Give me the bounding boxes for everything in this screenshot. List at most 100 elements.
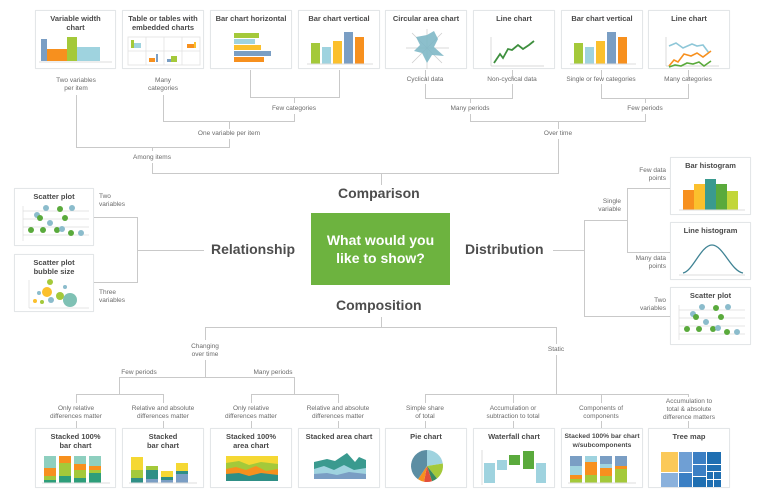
card-circular-area-chart[interactable]: Circular area chart [385,10,467,69]
connector [627,188,670,189]
connector [76,394,164,395]
connector [251,394,339,395]
connector [512,84,513,98]
label-line: Two variables [56,77,96,84]
connector [601,394,602,403]
scatter-plot-icon [22,205,89,241]
card-title: Bar chart vertical [571,14,633,23]
card-stacked-bar[interactable]: Stacked bar chart [122,428,204,488]
label-line: Many data [635,255,666,262]
card-title: Tree map [672,432,706,441]
label-line: variables [639,305,666,312]
connector [76,394,77,403]
card-scatter-plot[interactable]: Scatter plot [14,188,94,246]
title-line: Scatter plot [33,258,75,267]
label-many-data-points: Many data points [620,255,666,271]
label-line: Only relative [57,405,95,412]
category-relationship: Relationship [211,241,296,257]
connector [251,421,252,429]
table-chart-icon [127,36,201,66]
waterfall-chart-icon [481,450,546,485]
connector [76,95,77,147]
center-question-box: What would you like to show? [311,213,450,285]
label-relative-absolute-2: Relative and absolute differences matter [298,405,378,421]
bar-chart-horizontal-icon [234,33,271,62]
bubble-chart-icon [28,279,89,309]
connector [119,377,295,378]
label-changing-over-time: Changing over time [180,343,230,359]
line-chart-icon [490,37,544,67]
card-title: Line histogram [683,226,738,235]
bar-chart-vertical-icon [307,32,373,65]
variable-width-chart-icon [39,37,112,63]
connector [152,163,153,173]
card-bar-chart-vertical-2[interactable]: Bar chart vertical [561,10,643,69]
card-tree-map[interactable]: Tree map [648,428,730,488]
connector [205,327,557,328]
card-title: Bar chart vertical [308,14,370,23]
connector [163,394,164,403]
stacked-100-subcomponents-icon [568,456,636,484]
label-many-categories: Many categories [133,77,193,93]
card-pie-chart[interactable]: Pie chart [385,428,467,488]
title-line: Stacked 100% bar chart [564,433,640,440]
card-stacked-100-area[interactable]: Stacked 100% area chart [210,428,292,488]
label-many-periods: Many periods [450,105,490,112]
card-bar-histogram[interactable]: Bar histogram [670,157,751,215]
card-bar-chart-vertical[interactable]: Bar chart vertical [298,10,380,69]
card-scatter-plot-bubble[interactable]: Scatter plot bubble size [14,254,94,312]
card-scatter-plot-dist[interactable]: Scatter plot [670,287,751,345]
card-variable-width-chart[interactable]: Variable width chart [35,10,116,69]
label-line: difference matters [663,414,715,421]
card-line-histogram[interactable]: Line histogram [670,222,751,280]
card-line-chart-2[interactable]: Line chart [648,10,730,69]
card-bar-chart-horizontal[interactable]: Bar chart horizontal [210,10,292,69]
label-few-periods: Few periods [627,105,663,112]
connector [425,394,689,395]
connector [294,114,295,121]
label-few-data-points: Few data points [620,167,666,183]
card-stacked-100-subcomponents[interactable]: Stacked 100% bar chart w/subcomponents [561,428,643,488]
connector [688,70,689,79]
label-line: Relative and absolute [131,405,195,412]
label-line: subtraction to total [486,413,540,420]
label-line: Few data [639,167,666,174]
label-line: points [648,175,666,182]
label-accumulation-absolute: Accumulation to total & absolute differe… [651,398,727,422]
connector [601,70,602,79]
connector [688,84,689,98]
card-line-chart[interactable]: Line chart [473,10,555,69]
label-only-relative: Only relative differences matter [41,405,111,421]
connector [294,97,295,103]
label-three-variables: Three variables [99,289,125,305]
title-line: Table or tables with [128,14,198,23]
connector [137,250,204,251]
card-title: Scatter plot [689,291,732,300]
connector [470,98,471,103]
label-line: Two [99,193,111,200]
card-stacked-area[interactable]: Stacked area chart [298,428,380,488]
title-line: bar chart [59,441,92,450]
card-title: Stacked 100% bar chart [36,432,115,450]
pie-chart-icon [411,450,443,482]
label-many-categories-time: Many categories [664,76,712,83]
card-waterfall-chart[interactable]: Waterfall chart [473,428,555,488]
card-title: Line chart [496,14,532,23]
connector [688,394,689,397]
title-line: chart [66,23,85,32]
card-title: Bar histogram [685,161,736,170]
label-line: variables [99,201,126,208]
label-line: variable [598,206,621,213]
connector [152,147,153,151]
label-line: components [583,413,619,420]
connector [94,282,138,283]
label-line: Three [99,289,116,296]
connector [381,173,382,185]
title-line: Stacked 100% [50,432,101,441]
card-table-embedded-charts[interactable]: Table or tables with embedded charts [122,10,204,69]
label-few-categories: Few categories [271,105,317,112]
label-cyclical-data: Cyclical data [406,76,444,83]
connector [152,173,559,174]
connector [76,421,77,429]
card-stacked-100-bar[interactable]: Stacked 100% bar chart [35,428,116,488]
